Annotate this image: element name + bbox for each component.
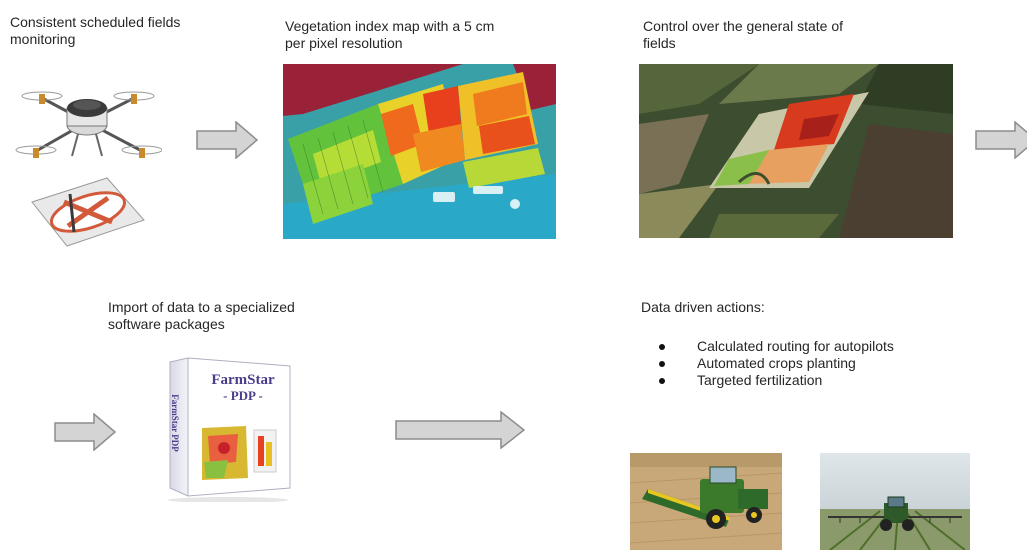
arrow-4 — [395, 411, 525, 449]
quadcopter-drone-icon — [15, 91, 163, 247]
right-arrow-icon — [975, 121, 1027, 159]
arrow-3 — [54, 413, 116, 451]
right-arrow-icon — [395, 411, 525, 449]
control-caption: Control over the general state of fields — [643, 18, 844, 51]
action-item-label: Calculated routing for autopilots — [697, 338, 894, 354]
field-state-aerial-view — [639, 64, 953, 238]
bullet-icon — [659, 344, 665, 350]
actions-caption: Data driven actions: — [641, 299, 765, 315]
arrow-1 — [196, 121, 258, 159]
arrow-2 — [975, 121, 1027, 159]
software-box-title-line1: FarmStar — [211, 372, 275, 388]
monitoring-caption: Consistent scheduled fields monitoring — [10, 14, 181, 47]
action-item-routing: Calculated routing for autopilots — [655, 338, 894, 355]
vegetation-map-caption: Vegetation index map with a 5 cm per pix… — [285, 18, 495, 51]
right-arrow-icon — [54, 413, 116, 451]
actions-list: Calculated routing for autopilots Automa… — [655, 338, 894, 389]
landing-pad-icon — [31, 177, 145, 247]
software-box-spine-label: FarmStar PDP — [170, 394, 180, 452]
bullet-icon — [659, 378, 665, 384]
action-item-planting: Automated crops planting — [655, 355, 894, 372]
software-box-title-line2: - PDP - — [223, 388, 263, 403]
farmstar-software-box: FarmStar - PDP - FarmStar PDP — [158, 352, 298, 503]
action-item-fertilization: Targeted fertilization — [655, 372, 894, 389]
import-caption: Import of data to a specialized software… — [108, 299, 295, 332]
vegetation-index-map — [283, 64, 556, 239]
combine-harvester-photo — [629, 453, 783, 550]
tractor-sprayer-photo — [820, 453, 970, 551]
software-box-icon — [168, 357, 291, 503]
drone-illustration — [12, 80, 163, 250]
action-item-label: Targeted fertilization — [697, 372, 823, 388]
bullet-icon — [659, 361, 665, 367]
action-item-label: Automated crops planting — [697, 355, 856, 371]
right-arrow-icon — [196, 121, 258, 159]
software-box-title: FarmStar - PDP - — [198, 372, 288, 404]
